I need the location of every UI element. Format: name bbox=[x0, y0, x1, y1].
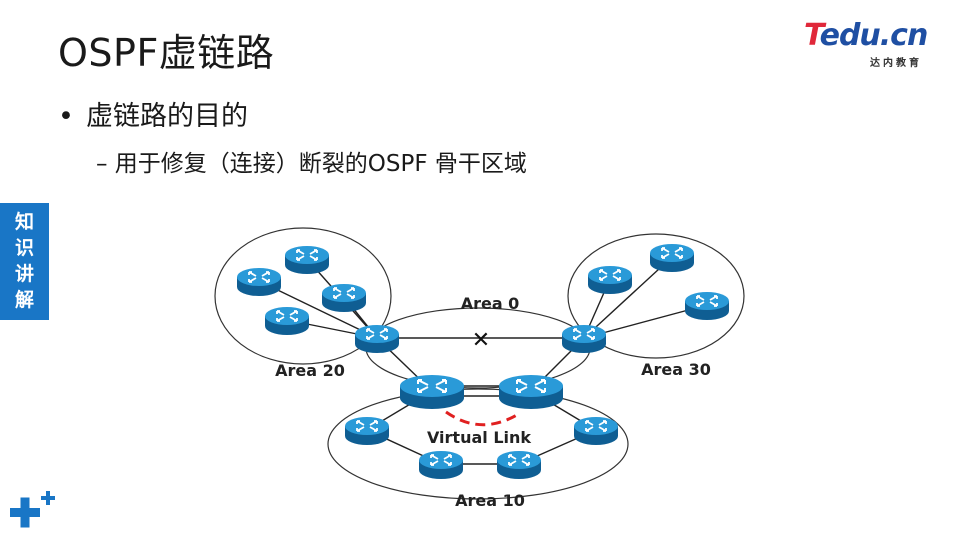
router-icon bbox=[496, 450, 542, 480]
router-icon bbox=[321, 283, 367, 313]
broken-link-mark: ✕ bbox=[472, 328, 490, 353]
router-icon bbox=[399, 374, 465, 410]
router-icon bbox=[498, 374, 564, 410]
area10-boundary bbox=[327, 388, 629, 500]
sub-bullet-repair: – 用于修复（连接）断裂的OSPF 骨干区域 bbox=[96, 151, 527, 177]
virtual-link-path bbox=[445, 410, 521, 427]
logo-subtitle: 达内教育 bbox=[870, 58, 922, 69]
virtual-link-label: Virtual Link bbox=[427, 428, 531, 447]
tedu-logo: Tedu.cn 达内教育 bbox=[804, 18, 944, 69]
router-icon bbox=[284, 245, 330, 275]
router-icon bbox=[649, 243, 695, 273]
router-icon bbox=[561, 324, 607, 354]
router-icon bbox=[344, 416, 390, 446]
area20-label: Area 20 bbox=[275, 361, 345, 380]
area30-label: Area 30 bbox=[641, 360, 711, 379]
router-icon bbox=[684, 291, 730, 321]
logo-brand: Tedu.cn bbox=[804, 18, 928, 53]
router-icon bbox=[587, 265, 633, 295]
bullet-dot: • bbox=[58, 101, 74, 132]
page-title: OSPF虚链路 bbox=[58, 31, 275, 75]
router-icon bbox=[354, 324, 400, 354]
bullet-purpose: • 虚链路的目的 bbox=[58, 94, 248, 133]
area10-label: Area 10 bbox=[455, 491, 525, 510]
area20-boundary bbox=[214, 227, 392, 365]
router-icon bbox=[573, 416, 619, 446]
area30-boundary bbox=[567, 233, 745, 359]
area0-label: Area 0 bbox=[461, 294, 520, 313]
bullet-purpose-text: 虚链路的目的 bbox=[86, 101, 248, 132]
router-icon bbox=[264, 306, 310, 336]
plus-decor-icon bbox=[10, 491, 55, 528]
router-icon bbox=[236, 267, 282, 297]
side-tab-knowledge: 知识讲解 bbox=[0, 203, 49, 320]
side-tab-label: 知识讲解 bbox=[14, 211, 34, 311]
router-icon bbox=[418, 450, 464, 480]
